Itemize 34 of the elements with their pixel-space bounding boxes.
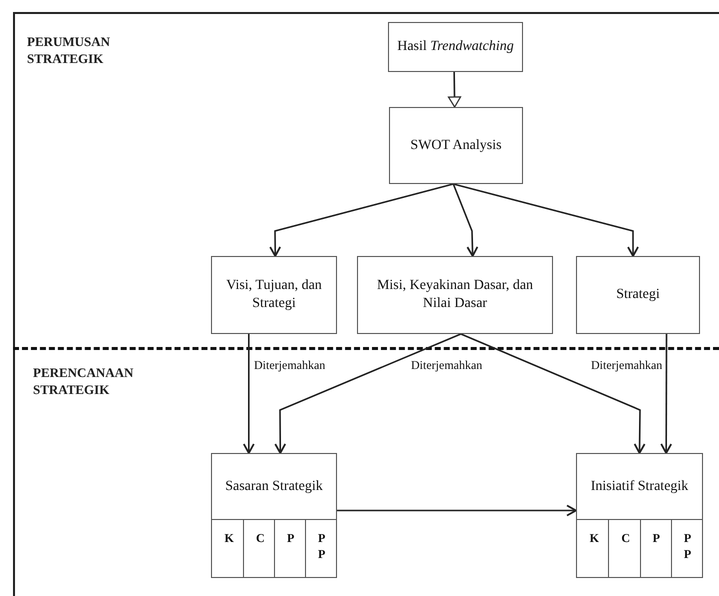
section-heading: PERENCANAAN STRATEGIK [33, 364, 134, 398]
cell-letter: C [621, 530, 628, 546]
table-box [211, 453, 337, 578]
arrow [660, 334, 672, 454]
node-text: Inisiatif Strategik [590, 478, 688, 496]
section-heading: PERUMUSAN STRATEGIK [27, 33, 112, 67]
arrow [452, 184, 478, 257]
arrow [274, 333, 462, 454]
process-box [357, 256, 553, 334]
process-box [388, 22, 523, 72]
cell-letter: PP [684, 530, 690, 562]
node-text: Visi, Tujuan, dan Strategi [225, 277, 323, 313]
process-box [211, 256, 337, 334]
arrow [448, 72, 462, 108]
node-text: SWOT Analysis [410, 136, 502, 154]
cell-letter: C [256, 530, 262, 546]
node-text: Misi, Keyakinan Dasar, dan Nilai Dasar [376, 277, 534, 313]
cell-letter: PP [318, 530, 324, 562]
arrow [242, 334, 255, 454]
cell-letter: P [287, 530, 293, 546]
node-text: Strategi [616, 286, 660, 304]
process-box [576, 256, 700, 334]
node-text: Sasaran Strategik [225, 478, 323, 496]
edge-label: Diterjemahkan [253, 358, 326, 372]
table-box [576, 453, 703, 578]
node-text: Hasil Trendwatching [397, 38, 514, 56]
arrow [453, 183, 639, 257]
arrow [269, 183, 454, 257]
cell-letter: P [652, 530, 659, 546]
process-box [389, 107, 523, 184]
edge-label: Diterjemahkan [590, 358, 664, 372]
arrow [337, 504, 577, 516]
arrow [460, 333, 646, 454]
edge-label: Diterjemahkan [410, 358, 484, 372]
